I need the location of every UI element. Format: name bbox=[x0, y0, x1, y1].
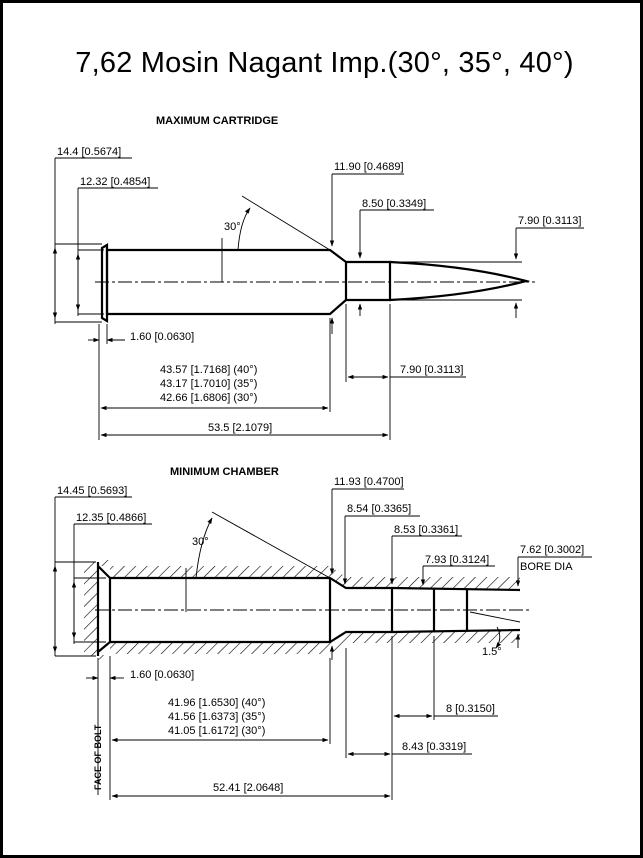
max-base-dia-dim bbox=[75, 187, 158, 316]
min-bore-dia-label: 7.62 [0.3002] bbox=[520, 544, 584, 556]
bolt-face-hatch bbox=[84, 562, 98, 656]
face-of-bolt-label: FACE OF BOLT bbox=[93, 724, 103, 790]
max-cartridge-view: MAXIMUM CARTRIDGE 14.4 [0.5674] 12.32 [0… bbox=[52, 115, 584, 440]
min-chamber-lower-hatch bbox=[98, 630, 520, 660]
max-bullet-dia-dim bbox=[392, 227, 584, 318]
max-shoulder-len-40-label: 43.57 [1.7168] (40°) bbox=[160, 364, 257, 376]
min-lead-angle-dim bbox=[469, 611, 521, 649]
max-bullet-dia-label: 7.90 [0.3113] bbox=[518, 215, 581, 227]
min-throat-dia-dim bbox=[389, 535, 462, 585]
min-neck-len-dim bbox=[345, 648, 472, 758]
max-neck-len-label: 7.90 [0.3113] bbox=[400, 364, 463, 376]
min-chamber-outline bbox=[96, 562, 521, 656]
min-rim-thickness-label: 1.60 [0.0630] bbox=[130, 669, 194, 681]
min-rim-dia-dim bbox=[52, 496, 132, 657]
min-shoulder-len-40-label: 41.96 [1.6530] (40°) bbox=[168, 697, 265, 709]
min-lead-angle-label: 1.5° bbox=[482, 646, 502, 658]
max-shoulder-len-dim bbox=[100, 318, 331, 412]
min-lead-dia-dim bbox=[420, 565, 495, 586]
min-chamber-upper-hatch bbox=[98, 560, 520, 590]
min-rim-thickness-dim bbox=[86, 656, 124, 800]
min-angle-label: 30° bbox=[192, 536, 209, 548]
max-shoulder-len-30-label: 42.66 [1.6806] (30°) bbox=[160, 392, 257, 404]
max-rim-dia-label: 14.4 [0.5674] bbox=[57, 146, 121, 158]
max-cartridge-heading: MAXIMUM CARTRIDGE bbox=[156, 115, 278, 127]
min-rim-dia-label: 14.45 [0.5693] bbox=[57, 485, 127, 497]
min-base-dia-dim bbox=[71, 523, 152, 644]
min-chamber-len-label: 52.41 [2.0648] bbox=[213, 782, 283, 794]
max-shoulder-dia-label: 11.90 [0.4689] bbox=[334, 161, 404, 173]
min-chamber-view: MINIMUM CHAMBER 14. bbox=[52, 466, 592, 800]
max-angle-dim bbox=[221, 195, 331, 282]
max-base-dia-label: 12.32 [0.4854] bbox=[80, 176, 150, 188]
min-shoulder-dia-label: 11.93 [0.4700] bbox=[334, 476, 404, 488]
min-shoulder-len-dim bbox=[111, 658, 331, 744]
min-throat-len-label: 8 [0.3150] bbox=[446, 703, 495, 715]
min-throat-dia-label: 8.53 [0.3361] bbox=[394, 524, 458, 536]
max-angle-label: 30° bbox=[224, 221, 241, 233]
min-base-dia-label: 12.35 [0.4866] bbox=[76, 512, 146, 524]
min-neck-len-label: 8.43 [0.3319] bbox=[402, 741, 466, 753]
min-neck-dia-dim bbox=[342, 515, 420, 585]
min-shoulder-len-35-label: 41.56 [1.6373] (35°) bbox=[168, 711, 265, 723]
max-neck-len-dim bbox=[345, 304, 466, 440]
max-shoulder-dia-dim bbox=[329, 173, 404, 334]
max-rim-dia-dim bbox=[52, 157, 132, 324]
min-chamber-heading: MINIMUM CHAMBER bbox=[170, 466, 279, 478]
min-bore-dia-caption: BORE DIA bbox=[520, 561, 573, 573]
max-neck-dia-dim bbox=[357, 209, 434, 316]
min-throat-len-dim bbox=[391, 636, 498, 800]
max-shoulder-len-35-label: 43.17 [1.7010] (35°) bbox=[160, 378, 257, 390]
min-neck-dia-label: 8.54 [0.3365] bbox=[347, 503, 411, 515]
min-lead-dia-label: 7.93 [0.3124] bbox=[425, 554, 489, 566]
max-cartridge-outline bbox=[100, 243, 531, 323]
drawing-title: 7,62 Mosin Nagant Imp.(30°, 35°, 40°) bbox=[75, 47, 574, 79]
max-rim-thickness-dim bbox=[88, 324, 125, 440]
max-rim-thickness-label: 1.60 [0.0630] bbox=[130, 331, 194, 343]
min-shoulder-dia-dim bbox=[329, 488, 404, 660]
max-neck-dia-label: 8.50 [0.3349] bbox=[362, 198, 426, 210]
min-angle-dim bbox=[185, 511, 331, 612]
max-case-len-label: 53.5 [2.1079] bbox=[208, 422, 272, 434]
min-shoulder-len-30-label: 41.05 [1.6172] (30°) bbox=[168, 725, 265, 737]
min-bore-dia-dim bbox=[515, 556, 592, 648]
